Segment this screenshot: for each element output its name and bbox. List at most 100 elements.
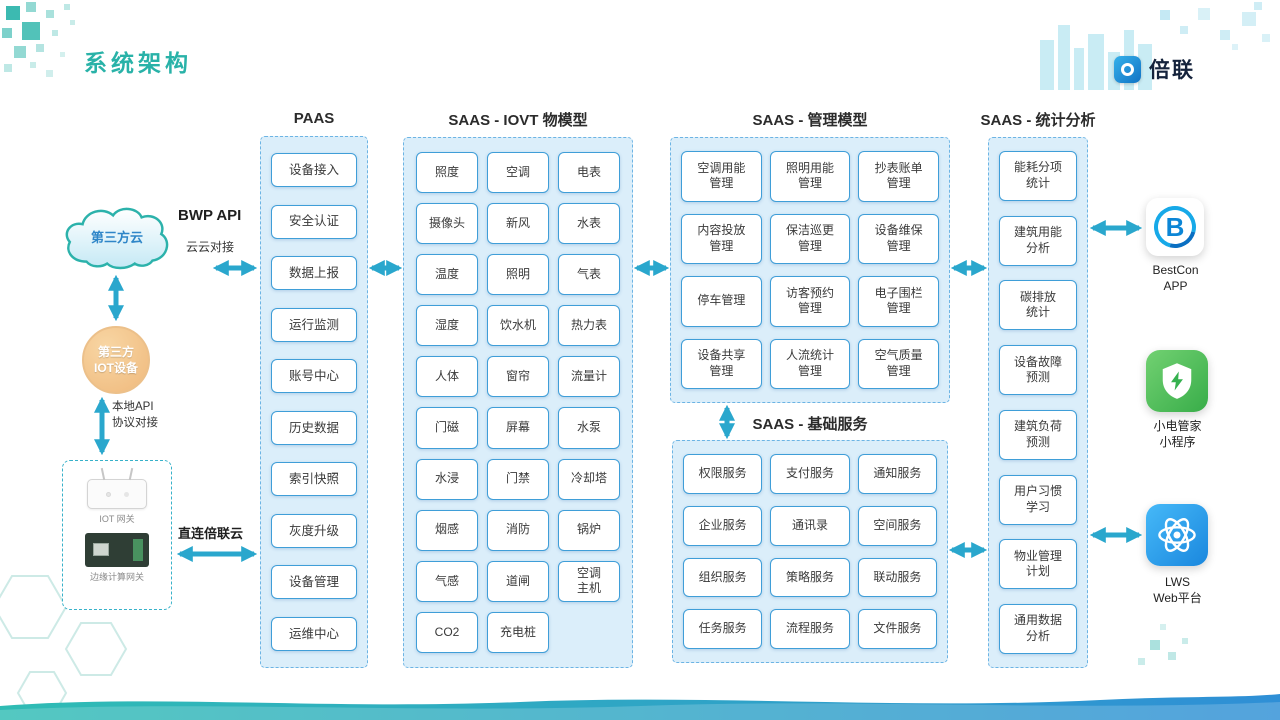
mini-program-label: 小电管家 小程序 <box>1153 419 1202 450</box>
mgmt-module: 设备共享 管理 <box>681 338 762 389</box>
basic-service: 通知服务 <box>857 454 937 494</box>
basic-service: 流程服务 <box>770 609 850 649</box>
city-decoration-top-right <box>1040 2 1270 90</box>
iovt-model: 锅炉 <box>558 509 620 551</box>
iovt-model: 窗帘 <box>487 356 549 398</box>
iovt-model: 充电桩 <box>487 611 549 653</box>
basic-service: 策略服务 <box>770 557 850 598</box>
paas-module: 运行监测 <box>271 307 357 342</box>
mgmt-module: 电子围栏 管理 <box>858 276 939 327</box>
stats-module: 物业管理 计划 <box>999 539 1077 590</box>
basic-header: SAAS - 基础服务 <box>752 416 868 433</box>
mgmt-module: 空气质量 管理 <box>858 338 939 389</box>
iovt-model: 气感 <box>416 560 478 602</box>
basic-service: 权限服务 <box>683 454 763 494</box>
paas-module: 账号中心 <box>271 359 357 394</box>
paas-panel: 设备接入安全认证数据上报运行监测账号中心历史数据索引快照灰度升级设备管理运维中心 <box>260 136 368 668</box>
paas-header: PAAS <box>293 110 335 127</box>
brand-logo-text: 倍联 <box>1149 59 1195 82</box>
mgmt-header: SAAS - 管理模型 <box>752 112 868 129</box>
iovt-model: 温度 <box>416 254 478 296</box>
iovt-model: 屏幕 <box>487 407 549 449</box>
stats-module: 建筑负荷 预测 <box>999 409 1077 460</box>
mgmt-module: 设备维保 管理 <box>858 213 939 264</box>
iovt-model: 照明 <box>487 254 549 296</box>
atom-icon <box>1158 518 1196 552</box>
cloud-to-cloud-label: 云云对接 <box>186 240 235 254</box>
stats-module: 设备故障 预测 <box>999 345 1077 396</box>
basic-service: 联动服务 <box>857 557 937 598</box>
bestcon-app-icon: B <box>1146 198 1204 256</box>
iovt-model: 流量计 <box>558 356 620 398</box>
bestcon-b-letter: B <box>1154 206 1196 248</box>
iovt-model: CO2 <box>416 611 478 653</box>
paas-module: 安全认证 <box>271 204 357 239</box>
iovt-model: 门禁 <box>487 458 549 500</box>
paas-module: 数据上报 <box>271 256 357 291</box>
stats-module: 建筑用能 分析 <box>999 215 1077 266</box>
third-party-cloud-label: 第三方云 <box>90 230 143 245</box>
bwp-api-label: BWP API <box>178 207 242 224</box>
iovt-model: 空调 <box>487 152 549 194</box>
basic-panel: 权限服务支付服务通知服务企业服务通讯录空间服务组织服务策略服务联动服务任务服务流… <box>672 440 948 663</box>
iot-gateway-icon <box>87 479 147 509</box>
mini-program-icon <box>1146 350 1208 412</box>
gateway-group: IOT 网关 边缘计算网关 <box>62 460 172 610</box>
basic-service: 组织服务 <box>683 557 763 598</box>
third-party-iot-device: 第三方 IOT设备 <box>82 326 150 394</box>
iot-gateway-label: IOT 网关 <box>99 514 135 524</box>
basic-service: 支付服务 <box>770 454 850 494</box>
basic-service: 任务服务 <box>683 609 763 649</box>
mgmt-module: 照明用能 管理 <box>769 151 851 202</box>
iovt-model: 摄像头 <box>416 203 478 245</box>
iovt-model: 空调 主机 <box>558 560 620 602</box>
stats-header: SAAS - 统计分析 <box>980 112 1096 129</box>
paas-module: 运维中心 <box>271 616 357 651</box>
mgmt-module: 访客预约 管理 <box>769 276 851 327</box>
basic-service: 企业服务 <box>683 505 763 546</box>
brand-logo-icon <box>1114 55 1141 83</box>
edge-gateway-icon <box>85 533 149 567</box>
stats-module: 碳排放 统计 <box>999 280 1077 331</box>
iovt-model: 道闸 <box>487 560 549 602</box>
stats-panel: 能耗分项 统计建筑用能 分析碳排放 统计设备故障 预测建筑负荷 预测用户习惯 学… <box>988 137 1088 668</box>
iovt-model: 冷却塔 <box>558 458 620 500</box>
local-api-label: 本地API 协议对接 <box>112 401 158 430</box>
basic-service: 空间服务 <box>857 505 937 546</box>
lws-platform-label: LWS Web平台 <box>1153 575 1202 606</box>
paas-module: 索引快照 <box>271 462 357 497</box>
mgmt-panel: 空调用能 管理照明用能 管理抄表账单 管理内容投放 管理保洁巡更 管理设备维保 … <box>670 137 950 403</box>
iovt-model: 消防 <box>487 509 549 551</box>
iovt-model: 饮水机 <box>487 305 549 347</box>
cloud-icon <box>65 207 169 270</box>
page-title: 系统架构 <box>84 50 192 76</box>
mgmt-module: 保洁巡更 管理 <box>769 213 851 264</box>
edge-gateway-label: 边缘计算网关 <box>89 572 144 582</box>
iovt-model: 水泵 <box>558 407 620 449</box>
iovt-model: 热力表 <box>558 305 620 347</box>
iovt-model: 气表 <box>558 254 620 296</box>
mgmt-module: 空调用能 管理 <box>681 151 762 202</box>
basic-service: 通讯录 <box>770 505 850 546</box>
iovt-model: 照度 <box>416 152 478 194</box>
pixel-decoration-bottom-right <box>1138 624 1188 665</box>
shield-lightning-icon <box>1162 363 1192 399</box>
iovt-model: 新风 <box>487 203 549 245</box>
paas-module: 设备管理 <box>271 565 357 600</box>
brand-logo: 倍联 <box>1114 54 1195 84</box>
stats-module: 通用数据 分析 <box>999 603 1077 654</box>
stats-module: 用户习惯 学习 <box>999 474 1077 525</box>
iovt-model: 门磁 <box>416 407 478 449</box>
bestcon-app-label: BestCon APP <box>1152 263 1199 294</box>
iovt-model: 人体 <box>416 356 478 398</box>
iovt-model: 湿度 <box>416 305 478 347</box>
mgmt-module: 抄表账单 管理 <box>858 151 939 202</box>
iovt-header: SAAS - IOVT 物模型 <box>448 112 588 129</box>
mgmt-module: 人流统计 管理 <box>769 338 851 389</box>
iovt-model: 水表 <box>558 203 620 245</box>
basic-service: 文件服务 <box>857 609 937 649</box>
mgmt-module: 内容投放 管理 <box>681 213 762 264</box>
paas-module: 设备接入 <box>271 153 357 187</box>
